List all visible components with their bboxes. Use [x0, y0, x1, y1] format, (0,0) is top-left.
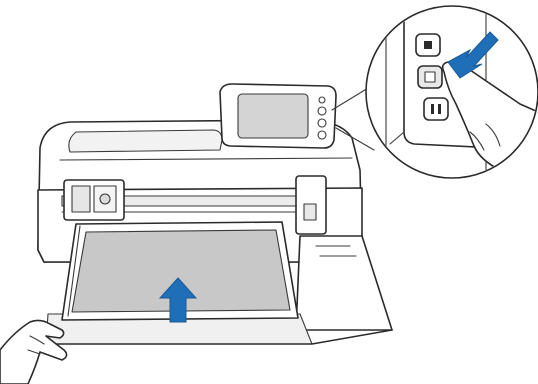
right-roller [296, 176, 326, 234]
control-panel [220, 84, 336, 148]
hand-icon [0, 320, 67, 384]
zoom-callout [332, 0, 538, 190]
cutting-head [64, 180, 124, 220]
